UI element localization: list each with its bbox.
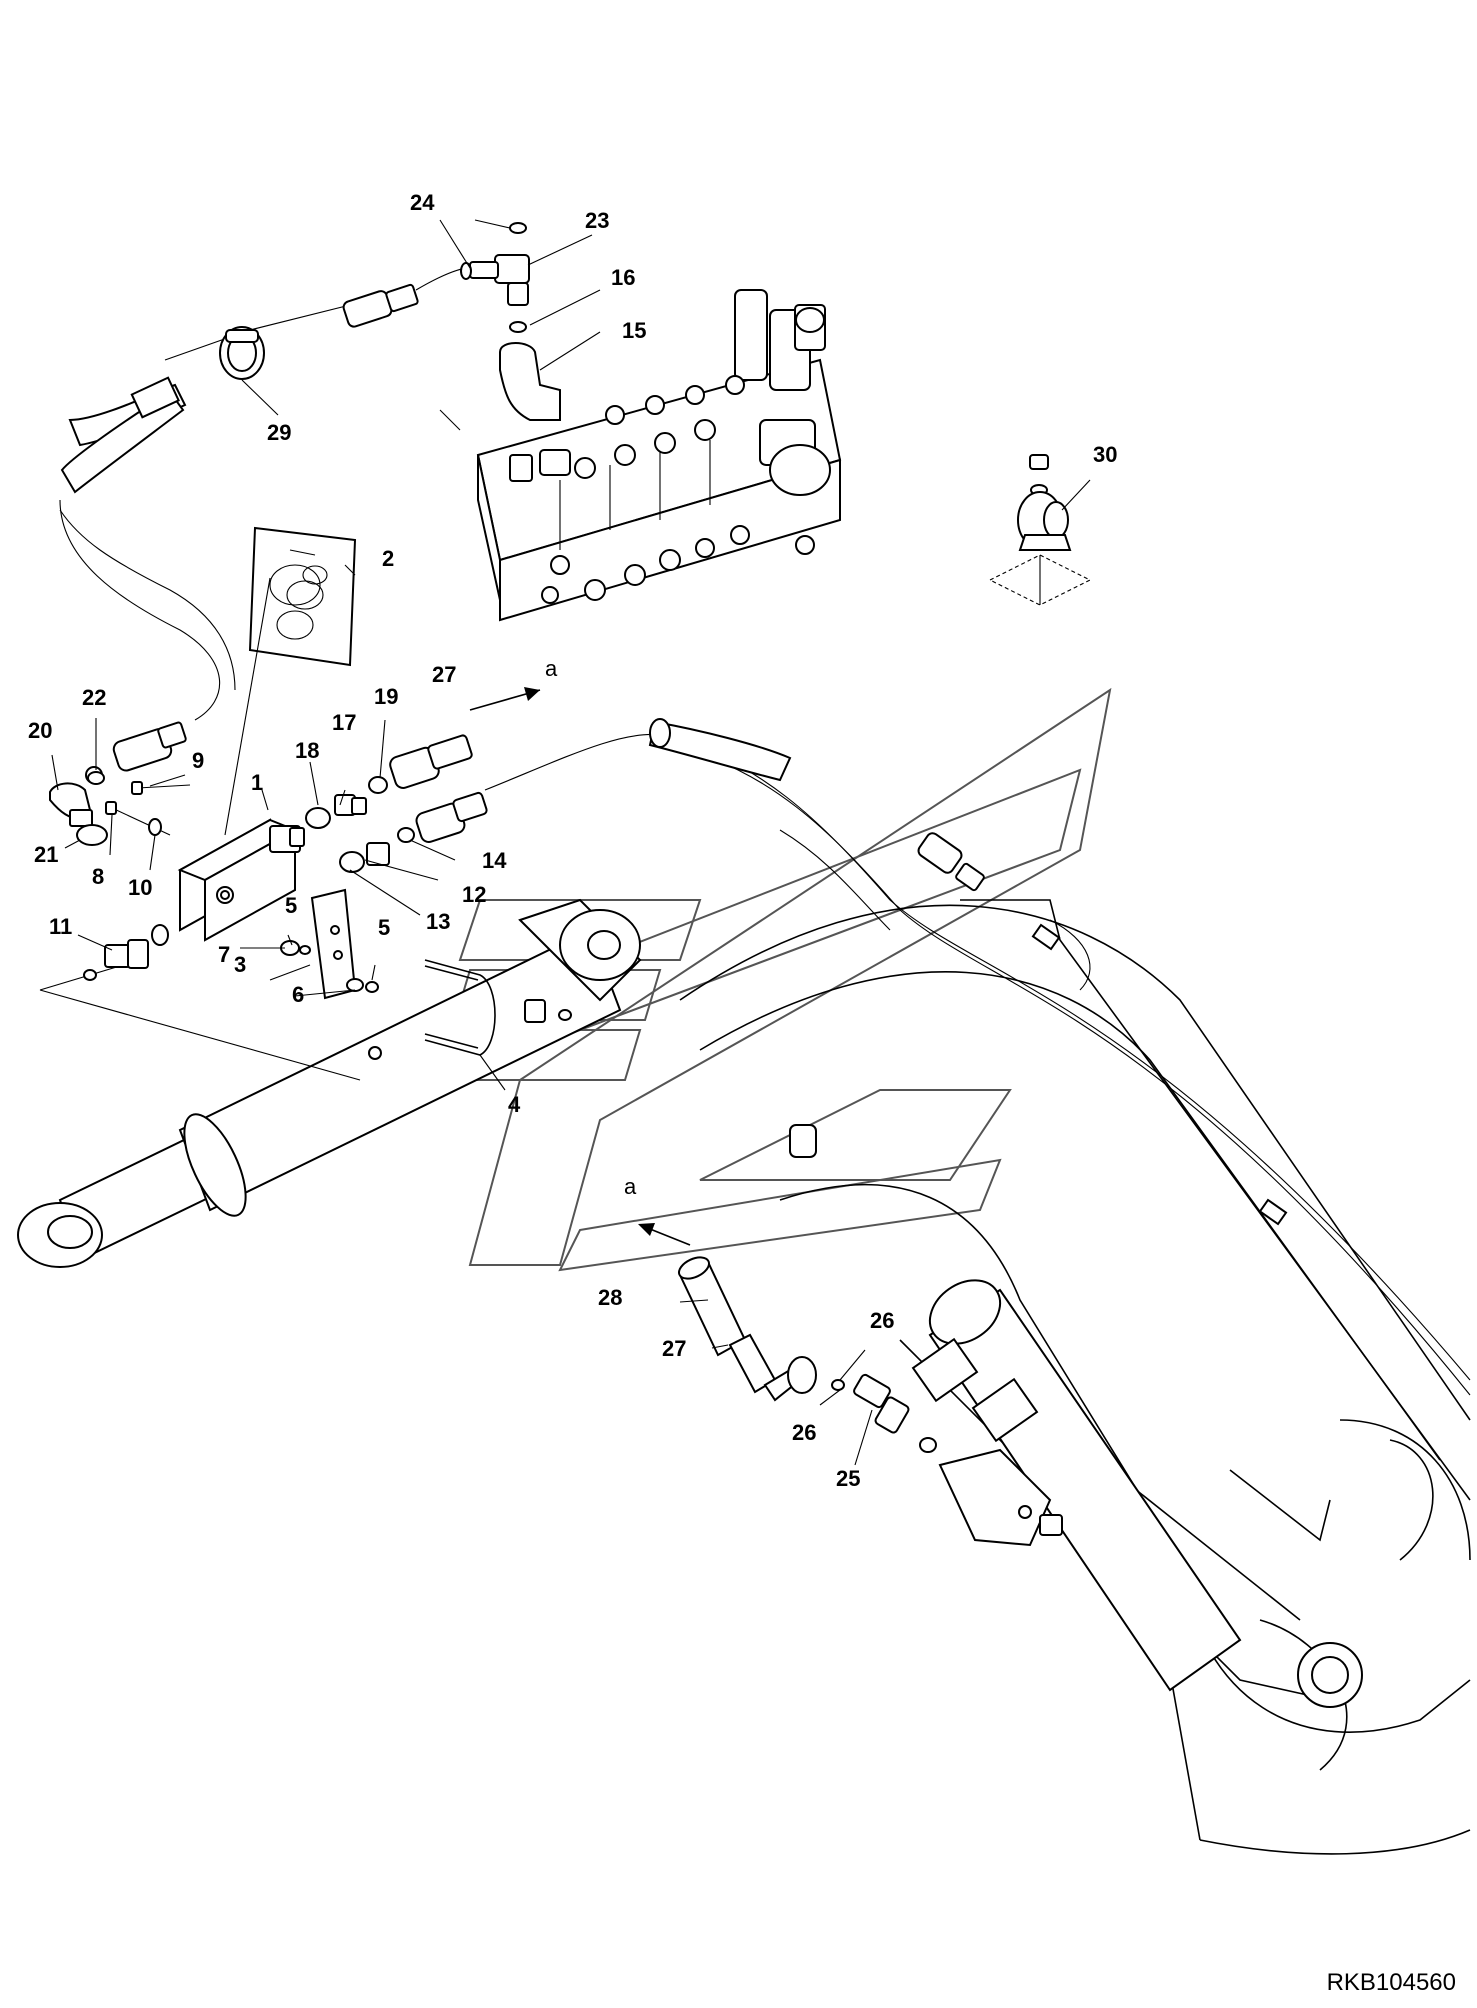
callout-13: 13 xyxy=(426,909,450,934)
callout-labels: 1 2 3 4 5 5 6 7 8 9 10 11 12 13 14 15 16… xyxy=(28,190,1456,1996)
callout-21: 21 xyxy=(34,842,58,867)
callout-14: 14 xyxy=(482,848,507,873)
callout-23: 23 xyxy=(585,208,609,233)
callout-11: 11 xyxy=(49,914,72,939)
mounting-clamp-30 xyxy=(988,454,1092,606)
callout-19: 19 xyxy=(374,684,398,709)
callout-18: 18 xyxy=(295,738,319,763)
arrow-label-a-lower: a xyxy=(624,1174,637,1199)
safety-valve-assembly xyxy=(49,687,985,1056)
callout-16: 16 xyxy=(611,265,635,290)
callout-26a: 26 xyxy=(870,1308,894,1333)
callout-15: 15 xyxy=(622,318,646,343)
callout-10: 10 xyxy=(128,875,152,900)
callout-4: 4 xyxy=(508,1092,521,1117)
hose-assembly-upper xyxy=(59,222,561,721)
callout-22: 22 xyxy=(82,685,106,710)
callout-7: 7 xyxy=(218,942,230,967)
callout-27a: 27 xyxy=(432,662,456,687)
callout-25: 25 xyxy=(836,1466,860,1491)
callout-12: 12 xyxy=(462,882,486,907)
callout-26b: 26 xyxy=(792,1420,816,1445)
boom-structure xyxy=(659,734,1471,1855)
callout-20: 20 xyxy=(28,718,52,743)
callout-29: 29 xyxy=(267,420,291,445)
callout-8: 8 xyxy=(92,864,104,889)
callout-1: 1 xyxy=(251,770,263,795)
callout-5b: 5 xyxy=(378,915,390,940)
control-valve-block xyxy=(476,289,842,622)
callout-28: 28 xyxy=(598,1285,622,1310)
lower-hose-assembly xyxy=(638,1223,1063,1547)
callout-30: 30 xyxy=(1093,442,1117,467)
callout-5a: 5 xyxy=(285,893,297,918)
drawing-code: RKB104560 xyxy=(1327,1969,1456,1996)
callout-17: 17 xyxy=(332,710,356,735)
callout-9: 9 xyxy=(192,748,204,773)
callout-6: 6 xyxy=(292,982,304,1007)
seal-kit-2 xyxy=(248,526,357,667)
callout-2: 2 xyxy=(382,546,394,571)
leader-lines xyxy=(51,219,1091,1466)
arrow-label-a-upper: a xyxy=(545,656,558,681)
callout-3: 3 xyxy=(234,952,246,977)
callout-27b: 27 xyxy=(662,1336,686,1361)
callout-24: 24 xyxy=(410,190,435,215)
